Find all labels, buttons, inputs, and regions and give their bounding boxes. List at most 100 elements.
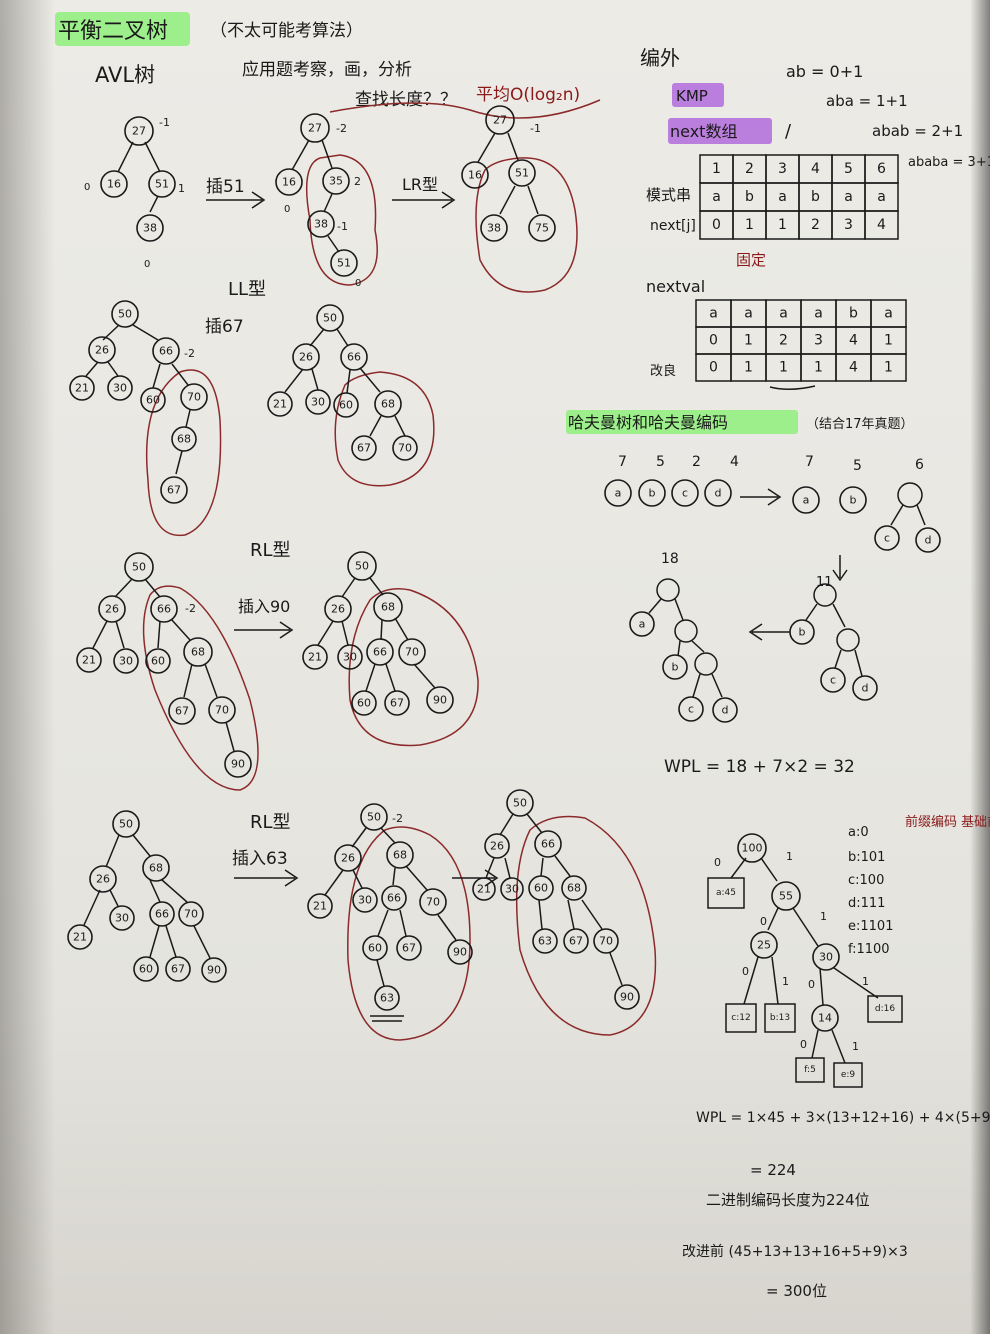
svg-text:60: 60 <box>139 963 153 976</box>
tree-7: 50 26 68 21 30 66 70 60 67 90 <box>302 551 479 747</box>
huffman-highlight <box>566 410 798 434</box>
insert-51-label: 插51 <box>206 177 245 197</box>
svg-text:68: 68 <box>381 398 395 411</box>
svg-text:16: 16 <box>282 176 296 189</box>
svg-text:70: 70 <box>398 442 412 455</box>
nextval-underline <box>769 385 816 390</box>
svg-text:66: 66 <box>541 838 555 851</box>
next-row-label: next[j] <box>650 218 696 234</box>
nextval-cell-text: 0 <box>709 360 718 376</box>
svg-text:21: 21 <box>477 883 491 896</box>
huffman-step3: 11 b c d <box>789 575 878 701</box>
svg-text:68: 68 <box>149 862 163 875</box>
nextval-label: nextval <box>646 277 705 296</box>
fixed-result: = 300位 <box>766 1282 827 1300</box>
svg-text:35: 35 <box>329 175 343 188</box>
svg-text:d:16: d:16 <box>875 1004 895 1014</box>
node-30: 30 <box>113 648 139 674</box>
fixed-note: 固定 <box>736 251 766 269</box>
svg-text:-1: -1 <box>159 116 170 129</box>
node-26: 26 <box>89 865 117 893</box>
node-67: 67 <box>351 435 377 461</box>
ll-label: LL型 <box>228 279 266 300</box>
svg-text:-2: -2 <box>185 602 196 615</box>
node-67: 67 <box>563 928 589 954</box>
svg-text:38: 38 <box>143 222 157 235</box>
node-16: 16 <box>461 161 489 189</box>
node-30: 30 <box>352 887 378 913</box>
node-21: 21 <box>76 647 102 673</box>
node-c: c <box>671 479 699 507</box>
kmp-cell-text: b <box>745 189 754 205</box>
svg-text:-1: -1 <box>337 220 348 233</box>
svg-text:67: 67 <box>569 935 583 948</box>
node-21: 21 <box>69 375 95 401</box>
tree-3: 27 16 51 38 75 -1 <box>461 105 578 293</box>
svg-text:68: 68 <box>393 849 407 862</box>
svg-text:60: 60 <box>339 399 353 412</box>
red-loop-t7 <box>348 588 479 747</box>
red-loop-t9 <box>347 826 471 1041</box>
svg-text:68: 68 <box>567 882 581 895</box>
node-30: 30 <box>109 905 135 931</box>
huffman-codes: a:0 b:101 c:100 d:111 e:1101 f:1100 <box>848 825 893 957</box>
side-note: 前缀编码 基础前缀 知识 优先 <box>905 814 990 830</box>
node-21: 21 <box>307 893 333 919</box>
svg-text:51: 51 <box>337 257 351 270</box>
node-66: 66 <box>381 885 407 911</box>
kmp-cell-text: 5 <box>844 161 853 177</box>
svg-text:68: 68 <box>177 433 191 446</box>
svg-text:0: 0 <box>760 915 767 928</box>
svg-text:b: b <box>649 487 656 500</box>
node-68: 68 <box>373 592 403 622</box>
node-50: 50 <box>360 803 388 831</box>
node-26: 26 <box>98 595 126 623</box>
huffman-heading-note: （结合17年真题） <box>806 417 914 432</box>
wpl-2: WPL = 1×45 + 3×(13+12+16) + 4×(5+9) <box>696 1110 990 1126</box>
svg-text:26: 26 <box>96 873 110 886</box>
pattern-label: 模式串 <box>646 186 691 204</box>
tree-8: 50 26 68 21 30 66 70 60 67 90 <box>67 810 227 983</box>
nextval-cell-text: a <box>709 306 718 322</box>
svg-text:b:13: b:13 <box>770 1013 790 1023</box>
node-50: 50 <box>316 304 344 332</box>
node-60: 60 <box>351 690 377 716</box>
svg-text:38: 38 <box>314 218 328 231</box>
node-27: 27 <box>485 105 515 135</box>
svg-text:26: 26 <box>95 344 109 357</box>
svg-text:75: 75 <box>535 222 549 235</box>
arrow-3 <box>234 621 294 639</box>
svg-text:70: 70 <box>184 908 198 921</box>
svg-text:b: b <box>850 494 857 507</box>
kmp-formula-2: aba = 1+1 <box>826 92 908 110</box>
huffman-step2: 7 5 6 a b c d <box>792 454 941 553</box>
huffman-arrow-2 <box>748 623 790 641</box>
node-67: 67 <box>168 697 196 725</box>
svg-text:16: 16 <box>468 169 482 182</box>
kmp-cell-text: a <box>778 189 787 205</box>
svg-text:70: 70 <box>426 896 440 909</box>
huffman-big-tree: 100 a:45 55 25 30 c:12 b:13 14 d:16 f:5 … <box>707 833 903 1088</box>
node-a: a <box>604 479 632 507</box>
node-70: 70 <box>392 435 418 461</box>
svg-text:0: 0 <box>808 978 815 991</box>
nextval-cell-text: 4 <box>849 360 858 376</box>
svg-text:7: 7 <box>618 454 627 470</box>
node-26: 26 <box>334 844 362 872</box>
svg-text:21: 21 <box>75 382 89 395</box>
node-55: 55 <box>771 881 801 911</box>
svg-text:d: d <box>862 682 869 695</box>
node-d: d <box>915 527 941 553</box>
svg-text:d: d <box>715 487 722 500</box>
svg-text:4: 4 <box>730 454 739 470</box>
node-75: 75 <box>528 214 556 242</box>
kmp-cell-text: 0 <box>712 217 721 233</box>
huffman-step1: 7 5 2 4 a b c d <box>604 454 739 507</box>
svg-text:67: 67 <box>171 963 185 976</box>
node-90: 90 <box>426 686 454 714</box>
svg-text:18: 18 <box>661 551 679 567</box>
node-66: 66 <box>366 638 394 666</box>
kmp-cell-text: 2 <box>811 217 820 233</box>
svg-text:c:100: c:100 <box>848 873 884 888</box>
